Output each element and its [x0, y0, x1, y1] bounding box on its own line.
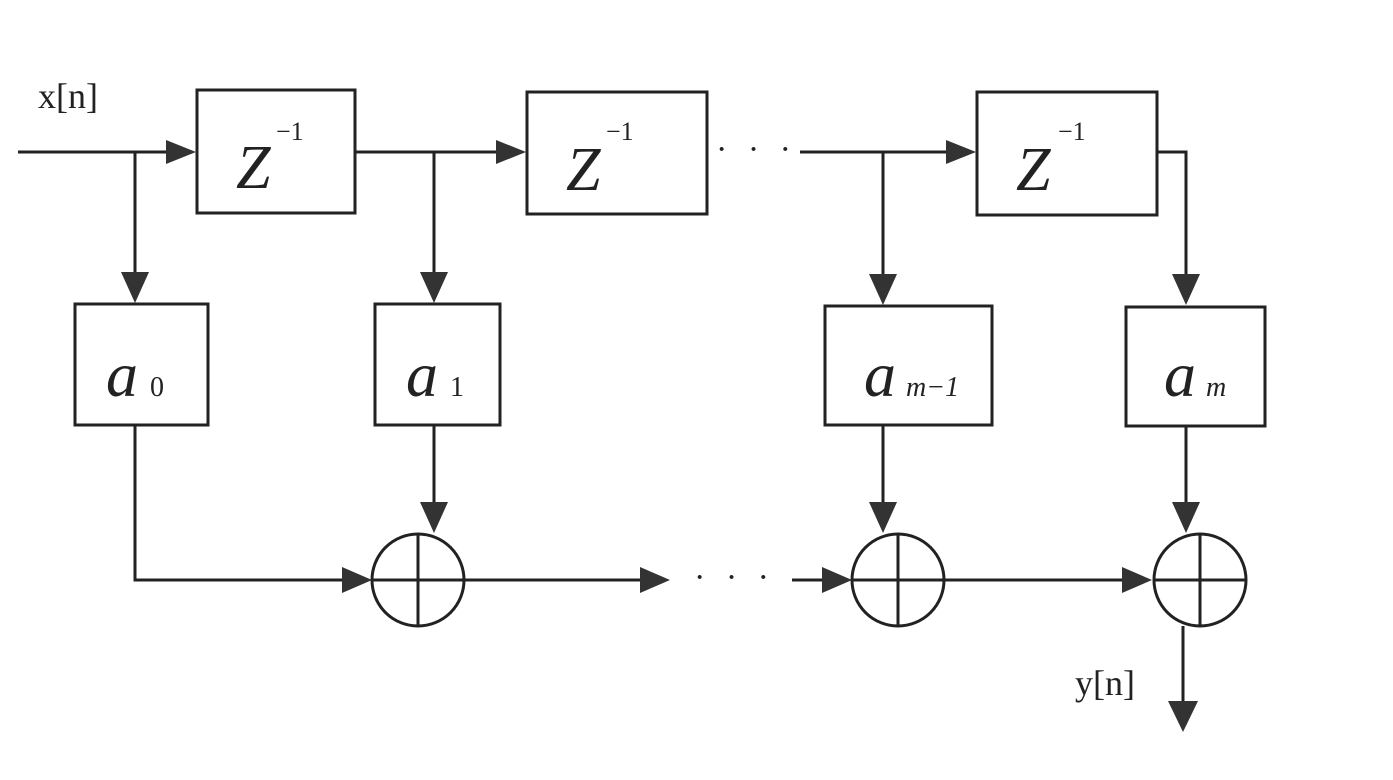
coef-a0-subscript: 0: [150, 372, 164, 403]
ellipsis-bottom: · · ·: [694, 559, 775, 596]
coef-am-subscript: m: [1206, 372, 1226, 403]
arrowhead: [640, 567, 670, 593]
delay-2-symbol: Z: [566, 136, 601, 204]
arrowhead: [869, 502, 897, 533]
arrowhead: [946, 140, 976, 164]
coef-a1-subscript: 1: [450, 372, 464, 403]
coef-a0-symbol: a: [106, 339, 138, 410]
arrowhead: [1168, 701, 1198, 732]
a0-output-line: [133, 425, 345, 582]
arrowhead: [420, 272, 448, 303]
coef-block-am: [1124, 305, 1267, 428]
delay-3-exponent: −1: [1058, 117, 1086, 146]
delay-1-exponent: −1: [276, 117, 304, 146]
coef-block-am-1: [823, 304, 994, 427]
delay-block-1: [195, 88, 357, 215]
delay-block-2: [525, 90, 709, 216]
arrowhead: [342, 567, 372, 593]
adder-1: [370, 532, 466, 628]
arrowhead: [1172, 274, 1200, 305]
output-label: y[n]: [1075, 663, 1135, 703]
coef-am-symbol: a: [1164, 339, 1196, 410]
delay-2-exponent: −1: [606, 117, 634, 146]
delay-block-3: [975, 90, 1159, 217]
delay-1-symbol: Z: [236, 134, 271, 202]
coef-am-1-subscript: m−1: [906, 372, 959, 403]
arrowhead: [822, 567, 852, 593]
coef-am-1-symbol: a: [864, 339, 896, 410]
input-label: x[n]: [38, 76, 98, 116]
arrowhead: [869, 274, 897, 305]
arrowhead: [121, 272, 149, 303]
coef-a1-symbol: a: [406, 339, 438, 410]
arrowhead: [420, 502, 448, 533]
adder-3: [1152, 532, 1248, 628]
coef-block-a0: [73, 302, 210, 427]
adder-2: [850, 532, 946, 628]
delay-3-symbol: Z: [1016, 136, 1051, 204]
arrowhead: [1172, 502, 1200, 533]
tap-line-m: [1157, 150, 1188, 278]
arrowhead: [496, 140, 526, 164]
ellipsis-top: · · ·: [716, 131, 797, 168]
coef-block-a1: [373, 302, 502, 427]
arrowhead: [1122, 567, 1152, 593]
arrowhead: [166, 140, 196, 164]
